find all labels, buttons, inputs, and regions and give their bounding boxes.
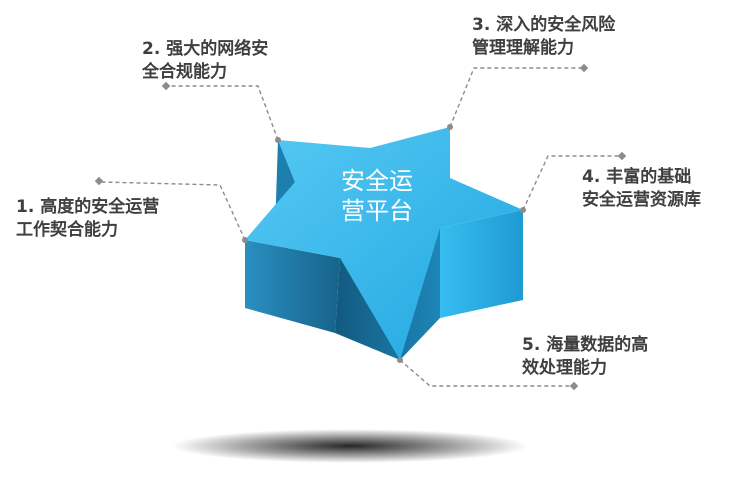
- feature-label-4: 4. 丰富的基础 安全运营资源库: [582, 167, 701, 210]
- connector-3: [447, 63, 589, 130]
- star-side-left: [245, 240, 340, 333]
- connector-5: [397, 357, 579, 391]
- feature-label-1: 1. 高度的安全运营 工作契合能力: [16, 197, 160, 240]
- feature-label-2: 2. 强大的网络安 全合规能力: [142, 39, 269, 82]
- floor-shadow: [172, 429, 528, 463]
- star-side-right: [440, 210, 523, 318]
- connector-2: [161, 81, 281, 143]
- center-title: 安全运 营平台: [341, 167, 413, 225]
- star-top-face: [245, 127, 523, 360]
- feature-label-3: 3. 深入的安全风险 管理理解能力: [472, 15, 616, 58]
- connector-1: [94, 176, 248, 243]
- feature-label-5: 5. 海量数据的高 效处理能力: [522, 335, 649, 378]
